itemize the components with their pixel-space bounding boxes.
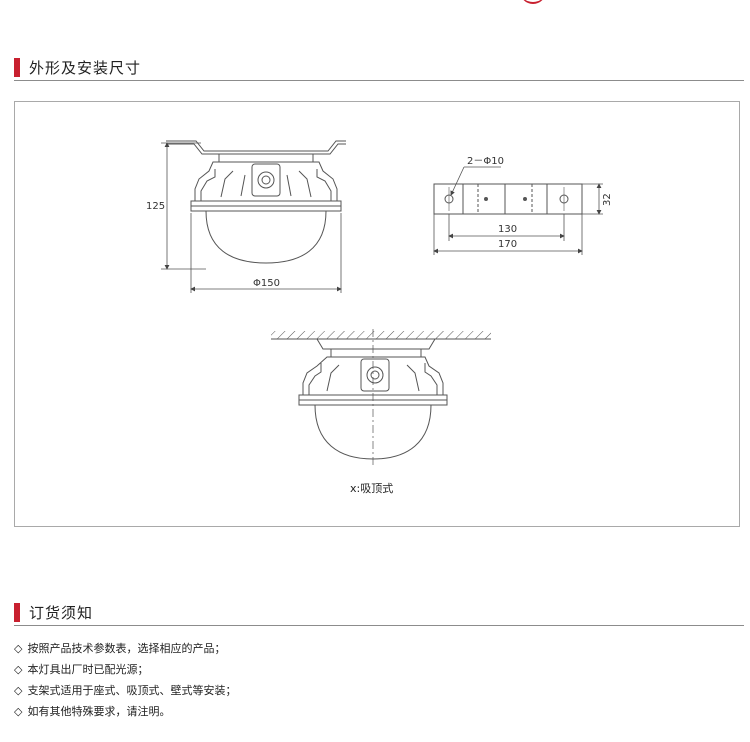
bracket-length-label: 170 xyxy=(498,239,517,250)
note-text: 如有其他特殊要求，请注明。 xyxy=(27,705,171,718)
height-dimension-label: 125 xyxy=(146,201,165,212)
diamond-bullet-icon: ◇ xyxy=(14,663,23,676)
holes-dimension-label: 2－Φ10 xyxy=(467,156,504,167)
ordering-section-title: 订货须知 xyxy=(29,603,94,622)
diamond-bullet-icon: ◇ xyxy=(14,705,23,718)
note-text: 支架式适用于座式、吸顶式、壁式等安装； xyxy=(27,684,237,697)
bracket-dimensions xyxy=(433,166,603,255)
list-item: ◇ 如有其他特殊要求，请注明。 xyxy=(14,701,236,722)
hole-spacing-label: 130 xyxy=(498,224,517,235)
ceiling-mount-view xyxy=(271,329,491,467)
dimension-drawing: 125 Φ150 xyxy=(146,140,613,495)
ceiling-mount-caption: x:吸顶式 xyxy=(350,482,393,495)
section-marker xyxy=(14,57,20,77)
note-text: 本灯具出厂时已配光源； xyxy=(27,663,149,676)
lamp-front-view xyxy=(166,140,346,264)
note-text: 按照产品技术参数表，选择相应的产品； xyxy=(27,642,226,655)
diameter-dimension-label: Φ150 xyxy=(253,278,280,289)
ordering-section-header: 订货须知 xyxy=(14,599,93,625)
dimensions-section-header: 外形及安装尺寸 xyxy=(14,54,141,80)
dimension-drawing-frame: 125 Φ150 xyxy=(14,101,740,527)
section-divider xyxy=(14,625,744,626)
section-marker xyxy=(14,602,20,622)
diamond-bullet-icon: ◇ xyxy=(14,684,23,697)
header-accent-arc xyxy=(520,0,546,4)
bracket-height-label: 32 xyxy=(602,193,613,206)
front-view-dimensions xyxy=(161,142,342,293)
dimensions-section-title: 外形及安装尺寸 xyxy=(29,58,142,77)
diamond-bullet-icon: ◇ xyxy=(14,642,23,655)
list-item: ◇ 支架式适用于座式、吸顶式、壁式等安装； xyxy=(14,680,236,701)
ordering-notes-list: ◇ 按照产品技术参数表，选择相应的产品； ◇ 本灯具出厂时已配光源； ◇ 支架式… xyxy=(14,638,236,722)
bracket-plan-view xyxy=(433,183,583,215)
list-item: ◇ 按照产品技术参数表，选择相应的产品； xyxy=(14,638,236,659)
section-divider xyxy=(14,80,744,81)
list-item: ◇ 本灯具出厂时已配光源； xyxy=(14,659,236,680)
